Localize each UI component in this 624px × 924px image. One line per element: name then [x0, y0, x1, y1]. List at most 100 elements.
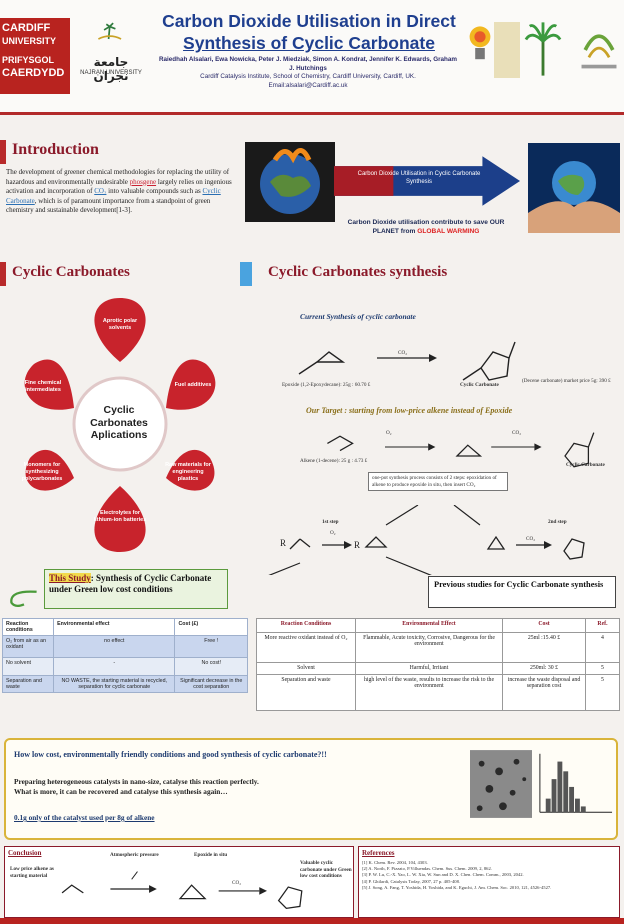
intro-arrow-label: Carbon Dioxide Utilisation in Cyclic Car…: [357, 171, 481, 185]
table-row: Separation and waste high level of the w…: [256, 674, 620, 711]
petal-fuel: Fuel additives: [174, 382, 212, 388]
intro-slogan: Carbon Dioxide utilisation contribute to…: [336, 218, 516, 236]
intro-text-b: largely relies on ingenious activation a…: [6, 177, 232, 196]
conclusion-co2: CO₂: [232, 880, 242, 886]
table-cell: increase the waste disposal and separati…: [502, 674, 586, 711]
petal-aprotic: Aprotic polar solvents: [102, 318, 138, 331]
carbonate-price: (Decene carbonate) market price 5g: 390 …: [522, 378, 611, 384]
table-cell: No cost!: [174, 657, 248, 676]
conclusion-atm: Atmospheric pressure: [110, 852, 159, 858]
applications-flower: [24, 298, 216, 552]
table-cell: Significant decrease in the cost separat…: [174, 675, 248, 693]
table-cell: -: [53, 657, 176, 676]
table-cell: 5: [585, 674, 620, 711]
epoxide-price: Epoxide (1,2-Epoxydecane): 25g : 60.70 £: [282, 382, 371, 388]
table-cell: 5: [585, 662, 620, 675]
footer-bar: [0, 918, 624, 924]
conclusion-heading: Conclusion: [8, 849, 42, 857]
reference-item: [1] K. Chem. Rev. 2004, 104, 4303.: [362, 860, 428, 865]
cardiff-university-logo: CARDIFF UNIVERSITY PRIFYSGOL CAERDYDD: [0, 18, 70, 94]
intro-cyclic: Cyclic Carbonate: [6, 187, 221, 205]
reference-item: [3] P. W. Lu, C.-X. Yao, L. W. Xia, W. S…: [362, 872, 524, 878]
table-cell: NO WASTE, the starting material is recyc…: [53, 675, 176, 693]
reference-item: [4] P. Ghilardi, Catalysis Today, 2007, …: [362, 878, 461, 884]
table-header: Cost (£): [174, 618, 248, 636]
cardiff-logo-line: PRIFYSGOL: [2, 55, 55, 65]
table-header: Environmental effect: [53, 618, 176, 636]
catalyst-description: Preparing heterogeneous catalysts in nan…: [14, 777, 434, 797]
intro-text-a: The development of greener chemical meth…: [6, 168, 230, 186]
conclusion-valuable: Valuable cyclic carbonate under Green lo…: [300, 860, 352, 879]
slogan-global-warming: GLOBAL WARMING: [417, 228, 480, 235]
intro-phosgene: phosgene: [129, 177, 157, 186]
table-cell: Harmful, Irritant: [355, 662, 503, 675]
email: Email:alsalari@Cardiff.ac.uk: [268, 81, 348, 89]
title-line-1: Carbon Dioxide Utilisation in Direct: [162, 11, 456, 31]
target-carbonate-label: Cyclic Carbonate: [566, 462, 605, 468]
cyclic-heading-bar: [0, 262, 6, 286]
hands-earth-image: [528, 143, 620, 233]
current-synthesis-label: Current Synthesis of cyclic carbonate: [300, 312, 416, 321]
anniversary-logo-icon: [581, 34, 617, 69]
table-cell: high level of the waste, results to incr…: [355, 674, 503, 711]
previous-studies-box: Previous studies for Cyclic Carbonate sy…: [428, 576, 616, 608]
table-header: Reaction conditions: [1, 618, 55, 636]
cyclic-heading: Cyclic Carbonates: [12, 264, 130, 280]
catalyst-amount: 0.1g only of the catalyst used per 8g of…: [14, 813, 155, 822]
synthesis-heading: Cyclic Carbonates synthesis: [268, 264, 448, 280]
references-box: [358, 846, 620, 918]
petal-fine-chemical: Fine chemical intermediates: [24, 380, 62, 393]
step2-label: 2nd step: [548, 519, 567, 525]
table-row: No solvent - No cost!: [1, 657, 248, 676]
table-row: Solvent Harmful, Irritant 250ml: 30 £ 5: [256, 662, 620, 675]
table-header: Reaction Conditions: [256, 618, 356, 633]
table-cell: Free !: [174, 635, 248, 658]
table-row: Separation and waste NO WASTE, the start…: [1, 675, 248, 693]
reference-item: [2] A. North, F. Pizzato, P.Villuendas. …: [362, 866, 492, 872]
synthesis-heading-bar: [240, 262, 252, 286]
petal-raw-materials: Raw materials for engineering plastics: [165, 462, 211, 482]
references-list: [1] K. Chem. Rev. 2004, 104, 4303. [2] A…: [362, 860, 616, 891]
intro-text-c: into valuable compounds such as: [106, 187, 203, 196]
catalyst-line-1: Preparing heterogeneous catalysts in nan…: [14, 777, 259, 786]
title-line-2: Synthesis of Cyclic Carbonate: [183, 33, 435, 53]
arabic-logo-block: [494, 22, 520, 78]
authors: Raiedhah Alsalari, Ewa Nowicka, Peter J.…: [158, 56, 458, 72]
table-cell: O₂ from air as an oxidant: [1, 635, 55, 658]
current-carbonate-label: Cyclic Carbonate: [460, 382, 499, 388]
intro-co2: CO₂: [94, 187, 107, 196]
najran-logo-english: NAJRAN UNIVERSITY: [80, 70, 142, 76]
step-co2-label: CO₂: [526, 536, 536, 542]
step1-label: 1st step: [322, 519, 339, 525]
table-cell: Flammable, Acute toxicity, Corrosive, Da…: [355, 632, 503, 663]
burning-earth-image: [245, 142, 335, 222]
this-study-text: : Synthesis of Cyclic Carbonate under Gr…: [49, 573, 212, 594]
this-study-table: Reaction conditions Environmental effect…: [1, 618, 248, 693]
bulb-logo-icon: [469, 26, 491, 60]
step-o2-label: O₂: [330, 530, 336, 536]
table-cell: 250ml: 30 £: [502, 662, 586, 675]
intro-heading-bar: [0, 140, 6, 164]
table-cell: Separation and waste: [256, 674, 356, 711]
this-study-label: This Study: [49, 573, 91, 583]
target-synthesis-scheme: [327, 432, 595, 468]
target-o2-label: O₂: [386, 430, 392, 436]
onepot-note: one-pot synthesis process consists of 2 …: [368, 472, 508, 491]
alkene-price: Alkene (1-decene): 25 g : 4.73 £: [300, 458, 368, 464]
current-co2-label: CO₂: [398, 350, 408, 356]
najran-palm-icon: [98, 22, 122, 40]
poster-title: Carbon Dioxide Utilisation in Direct Syn…: [150, 10, 468, 54]
target-label: Our Target : starting from low-price alk…: [306, 406, 513, 415]
intro-heading: Introduction: [12, 141, 99, 158]
intro-paragraph: The development of greener chemical meth…: [6, 168, 236, 216]
palm-tree-logo-icon: [524, 22, 562, 76]
current-synthesis-scheme: [298, 341, 516, 381]
conclusion-epoxide: Epoxide in situ: [194, 852, 228, 858]
conclusion-box: [4, 846, 354, 918]
poster-header: [0, 0, 624, 115]
catalyst-question: How low cost, environmentally friendly c…: [14, 750, 327, 759]
petal-monomers: Monomers for synthesizing polycarbonates: [21, 462, 63, 482]
references-heading: References: [362, 849, 395, 857]
intro-text-d: , which is of paramount importance from …: [6, 196, 211, 215]
najran-logo-arabic: جامعة نجران: [93, 55, 129, 83]
